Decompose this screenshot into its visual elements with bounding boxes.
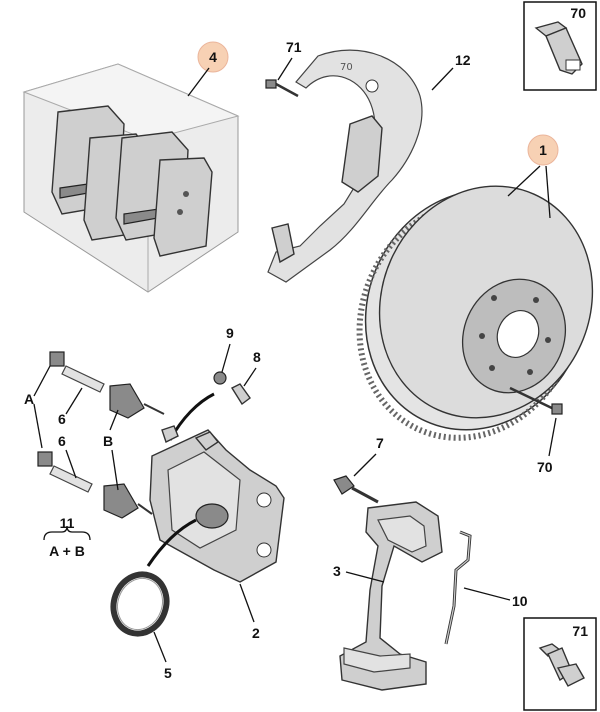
label-bleed-screw: 8 — [253, 349, 261, 365]
guide-pin-upper — [49, 351, 105, 393]
pin-boot-upper — [109, 383, 165, 419]
label-boot-b: B — [103, 433, 113, 449]
pads-highlight — [197, 41, 229, 73]
label-pin-6-upper: 6 — [58, 411, 66, 427]
brake-disc — [356, 185, 594, 441]
label-spring: 10 — [512, 593, 528, 609]
label-bracket-bolt: 7 — [376, 435, 384, 451]
label-kit-text: A + B — [49, 543, 85, 559]
label-pin-6-lower: 6 — [58, 433, 66, 449]
inset-screw-top — [523, 1, 597, 91]
label-seal: 5 — [164, 665, 172, 681]
brake-pads-box — [22, 63, 240, 293]
shield-screw — [265, 79, 299, 98]
label-disc-screw: 70 — [537, 459, 553, 475]
bleed-screw — [230, 383, 251, 406]
bleed-cap — [213, 371, 227, 385]
inset-screw-bottom — [523, 617, 597, 711]
svg-text:70: 70 — [340, 62, 353, 73]
piston-seal — [110, 571, 170, 637]
caliper-bracket — [339, 501, 443, 691]
pin-boot-lower — [103, 483, 153, 519]
label-inset-bottom: 71 — [572, 623, 588, 639]
splash-shield: 70 — [267, 49, 423, 283]
label-pin-a: A — [24, 391, 34, 407]
bracket-bolt — [333, 475, 379, 504]
label-shield: 12 — [455, 52, 471, 68]
label-bleed-cap: 9 — [226, 325, 234, 341]
disc-screw — [509, 386, 563, 415]
guide-pin-lower — [37, 451, 93, 493]
label-caliper: 2 — [252, 625, 260, 641]
disc-highlight — [527, 134, 559, 166]
anti-rattle-spring — [444, 530, 472, 645]
label-pads: 4 — [209, 49, 217, 65]
label-inset-top: 70 — [570, 5, 586, 21]
label-kit-number: 11 — [60, 515, 75, 531]
label-bracket: 3 — [333, 563, 341, 579]
brake-caliper — [149, 425, 285, 583]
label-shield-screw: 71 — [286, 39, 302, 55]
label-disc: 1 — [539, 142, 547, 158]
